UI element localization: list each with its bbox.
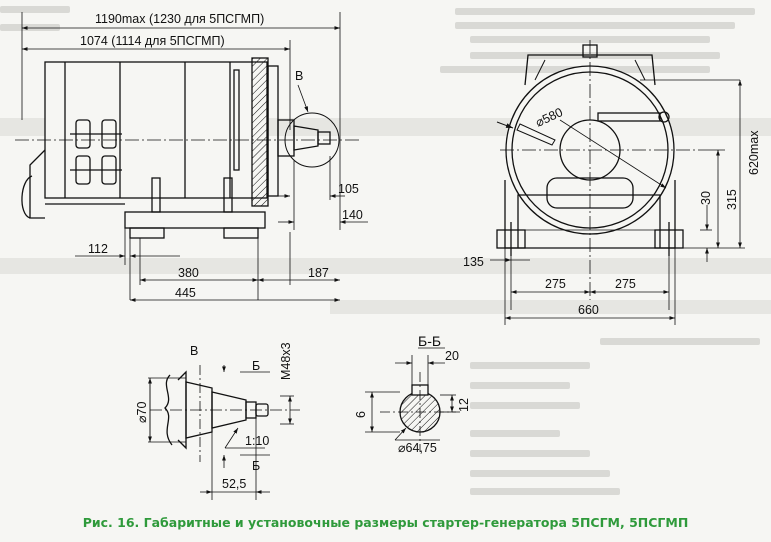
dim-140: 140: [342, 208, 363, 222]
section-b-b-dimensions: [365, 347, 456, 441]
background-show-through: [470, 402, 580, 409]
background-show-through: [455, 8, 755, 15]
dim-380: 380: [178, 266, 199, 280]
dim-52-5: 52,5: [222, 477, 246, 491]
end-view-dimensions: [490, 79, 745, 325]
background-show-through: [470, 362, 590, 369]
dim-64-75: ⌀64,75: [398, 441, 437, 455]
background-show-through: [470, 36, 710, 43]
label-view-b-top: В: [295, 69, 303, 83]
detail-view-b-dimensions: [148, 365, 294, 500]
background-show-through: [470, 470, 610, 477]
dim-445: 445: [175, 286, 196, 300]
background-show-through: [470, 488, 620, 495]
label-section-b-bottom: Б: [252, 459, 260, 473]
dim-inner-length: 1074 (1114 для 5ПСГМП): [80, 34, 225, 48]
dim-620: 620max: [747, 130, 761, 175]
background-show-through: [0, 6, 70, 13]
dim-taper: 1:10: [245, 434, 269, 448]
dim-112: 112: [88, 242, 108, 256]
dim-6: 6: [354, 411, 368, 418]
figure-caption: Рис. 16. Габаритные и установочные разме…: [0, 515, 771, 530]
background-table-band: [330, 300, 771, 314]
dim-275-left: 275: [545, 277, 566, 291]
background-table-band: [0, 258, 771, 274]
section-title: Б-Б: [418, 333, 441, 349]
background-show-through: [470, 382, 570, 389]
dim-overall-length: 1190max (1230 для 5ПСГМП): [95, 12, 264, 26]
caption-sub: , 5ПСГМП: [619, 515, 689, 530]
dim-315: 315: [725, 189, 739, 210]
background-show-through: [470, 450, 590, 457]
dim-12: 12: [457, 398, 471, 412]
dim-660: 660: [578, 303, 599, 317]
label-view-b: В: [190, 344, 198, 358]
dim-30: 30: [699, 191, 713, 205]
section-b-b: [380, 372, 460, 452]
label-section-b-top: Б: [252, 359, 260, 373]
side-view: [21, 12, 341, 239]
background-show-through: [470, 430, 560, 437]
background-show-through: [455, 22, 735, 29]
background-show-through: [600, 338, 760, 345]
caption-main: Рис. 16. Габаритные и установочные разме…: [82, 515, 620, 530]
side-view-dimensions: [22, 26, 368, 302]
dim-70: ⌀70: [135, 402, 149, 423]
dim-m48: M48x3: [279, 342, 293, 380]
dim-135: 135: [463, 255, 484, 269]
dim-187: 187: [308, 266, 329, 280]
dim-275-right: 275: [615, 277, 636, 291]
dim-20: 20: [445, 349, 459, 363]
dim-105: 105: [338, 182, 359, 196]
